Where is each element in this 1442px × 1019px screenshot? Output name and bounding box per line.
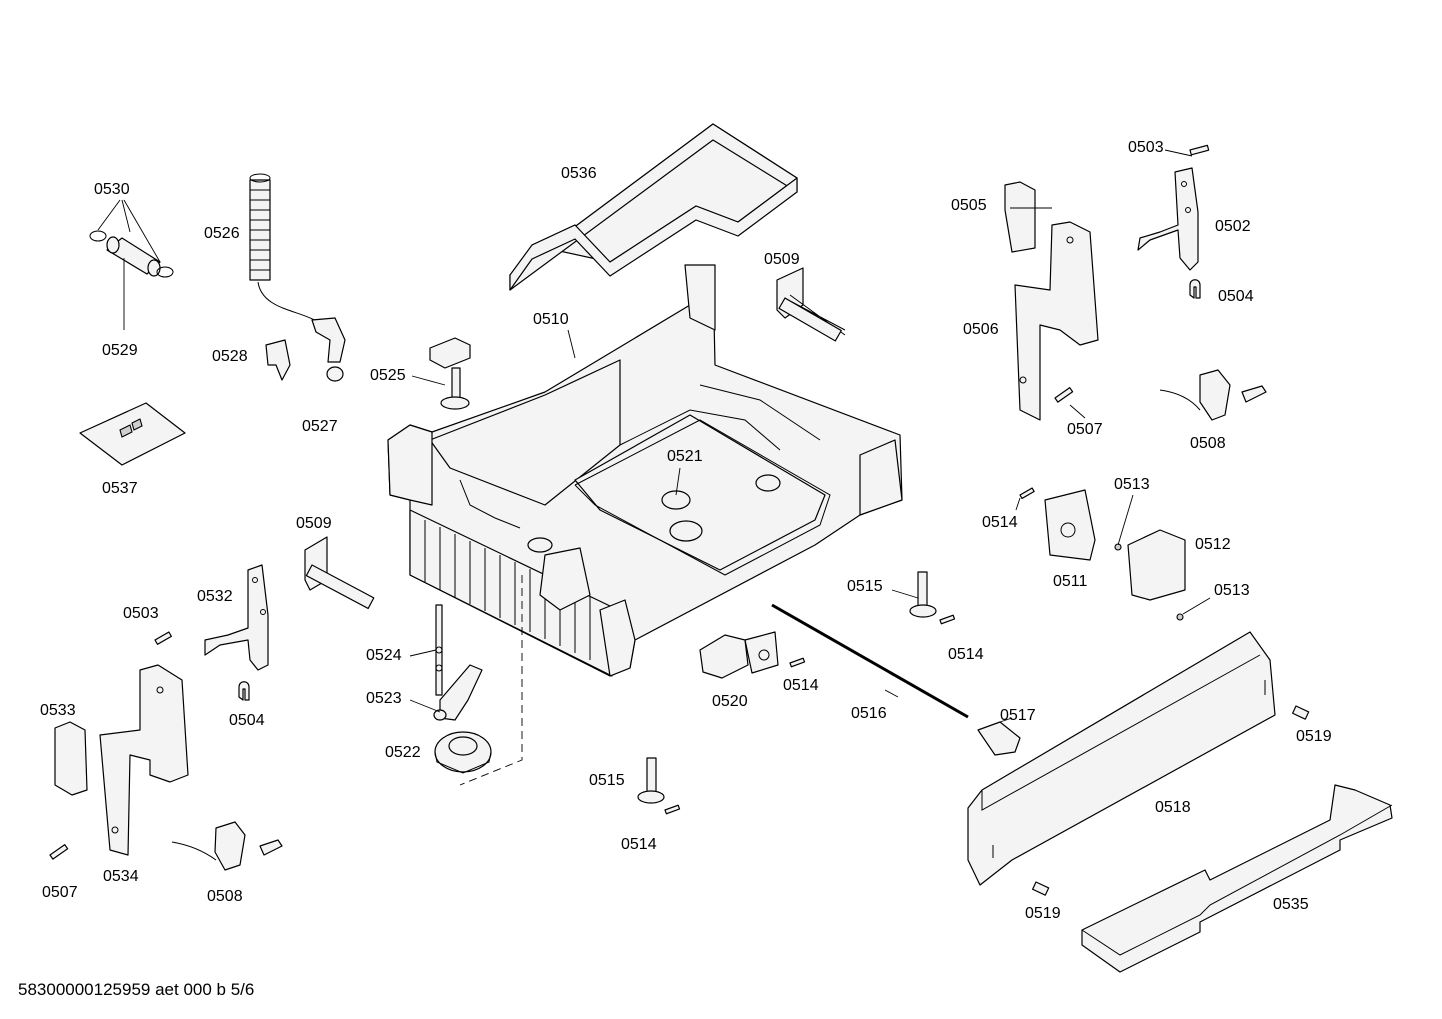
part-0513-screw-upper: [1114, 494, 1134, 551]
label-0528: 0528: [212, 348, 248, 365]
part-0526-drain-hose: [249, 173, 346, 382]
part-0530-hose-clamps: [89, 199, 174, 330]
label-0536: 0536: [561, 165, 597, 182]
part-0522-float-disc: [434, 731, 492, 774]
part-0528-clip: [265, 339, 291, 381]
label-0503-upper: 0503: [1128, 139, 1164, 156]
label-0530: 0530: [94, 181, 130, 198]
part-0502-hinge-bracket: [1137, 167, 1199, 271]
part-0519-screw-upper: [1292, 705, 1310, 720]
part-0533-cover: [54, 721, 88, 796]
label-0524: 0524: [366, 647, 402, 664]
label-0508-lower: 0508: [207, 888, 243, 905]
part-0537-parts-bag: [79, 402, 186, 466]
label-0514-d: 0514: [621, 836, 657, 853]
part-0506-bracket: [1014, 221, 1099, 421]
part-0525-latch: [411, 337, 471, 410]
label-0502: 0502: [1215, 218, 1251, 235]
part-0517-knob: [977, 717, 1021, 756]
label-0525: 0525: [370, 367, 406, 384]
part-0507-screw-upper: [1054, 387, 1086, 419]
label-0515-lower: 0515: [589, 772, 625, 789]
part-0514-screw-b: [939, 614, 956, 625]
part-0514-screw-d: [664, 804, 681, 815]
label-0506: 0506: [963, 321, 999, 338]
part-0508-hinge-cam-upper: [1159, 369, 1267, 421]
part-0518-front-panel: [967, 631, 1276, 886]
part-0523-float-arm: [433, 664, 483, 721]
part-0520-valve: [699, 631, 779, 679]
part-0511-switch-housing: [1044, 489, 1096, 561]
label-0509-lower: 0509: [296, 515, 332, 532]
label-0537: 0537: [102, 480, 138, 497]
label-0513-lower: 0513: [1214, 582, 1250, 599]
part-0535-bottom-panel: [1081, 784, 1393, 973]
label-0513-upper: 0513: [1114, 476, 1150, 493]
label-0522: 0522: [385, 744, 421, 761]
part-0515-foot-lower: [637, 757, 665, 804]
label-0515-upper: 0515: [847, 578, 883, 595]
label-0504-upper: 0504: [1218, 288, 1254, 305]
part-0532-bracket: [204, 564, 269, 671]
label-0535: 0535: [1273, 896, 1309, 913]
part-0508-hinge-cam-lower: [171, 821, 283, 871]
part-0512-switch-cover: [1127, 529, 1186, 601]
part-0514-screw-a: [1019, 487, 1035, 500]
part-0509-spring-lower: [304, 536, 375, 610]
label-0532: 0532: [197, 588, 233, 605]
label-0517: 0517: [1000, 707, 1036, 724]
part-0504-clip-upper: [1189, 279, 1201, 299]
part-0503-screw-lower: [154, 631, 172, 645]
part-0503-screw-upper: [1164, 144, 1210, 157]
label-0514-b: 0514: [948, 646, 984, 663]
label-0508-upper: 0508: [1190, 435, 1226, 452]
part-0507-screw-lower: [49, 844, 69, 860]
label-0519-upper: 0519: [1296, 728, 1332, 745]
label-0509-upper: 0509: [764, 251, 800, 268]
label-0520: 0520: [712, 693, 748, 710]
part-0519-screw-lower: [1032, 881, 1050, 896]
label-0505: 0505: [951, 197, 987, 214]
label-0516: 0516: [851, 705, 887, 722]
label-0514-a: 0514: [982, 514, 1018, 531]
label-0526: 0526: [204, 225, 240, 242]
label-0519-lower: 0519: [1025, 905, 1061, 922]
part-0516-rod: [771, 603, 969, 719]
label-0503-lower: 0503: [123, 605, 159, 622]
label-0518: 0518: [1155, 799, 1191, 816]
part-0510-base-tub: [387, 264, 903, 677]
label-0510: 0510: [533, 311, 569, 328]
part-0505-cover: [1004, 181, 1036, 253]
label-0514-c: 0514: [783, 677, 819, 694]
part-0534-bracket: [99, 664, 189, 856]
label-0527: 0527: [302, 418, 338, 435]
part-0504-clip-lower: [238, 681, 250, 701]
label-0523: 0523: [366, 690, 402, 707]
part-labels: 0530 0526 0529 0528 0527 0537 0536 0510 …: [40, 139, 1332, 922]
label-0507-lower: 0507: [42, 884, 78, 901]
label-0521: 0521: [667, 448, 703, 465]
label-0504-lower: 0504: [229, 712, 265, 729]
leader-lines: [409, 207, 1052, 713]
label-0534: 0534: [103, 868, 139, 885]
label-0512: 0512: [1195, 536, 1231, 553]
part-0524-float-rod: [435, 604, 443, 696]
part-0513-screw-lower: [1176, 597, 1211, 621]
document-id: 58300000125959 aet 000 b 5/6: [18, 980, 255, 999]
label-0529: 0529: [102, 342, 138, 359]
part-0515-foot-upper: [891, 571, 937, 618]
label-0507-upper: 0507: [1067, 421, 1103, 438]
part-0509-spring-upper: [776, 267, 846, 342]
label-0511: 0511: [1053, 573, 1088, 590]
part-0536-cover-panel: [509, 123, 798, 291]
label-0533: 0533: [40, 702, 76, 719]
part-0514-screw-c: [789, 657, 806, 668]
